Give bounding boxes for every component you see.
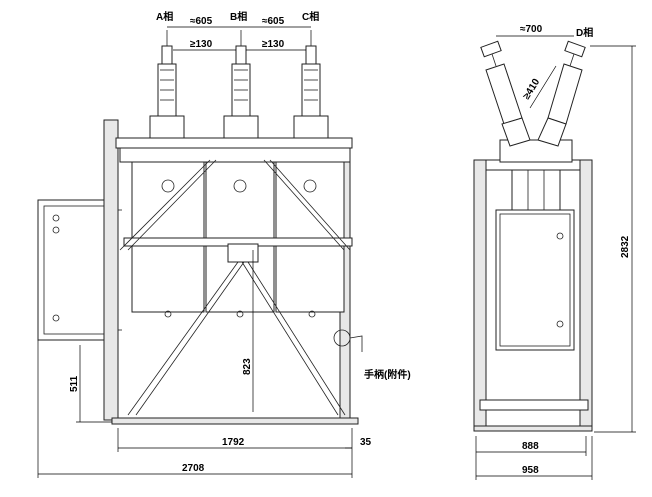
tank-b	[205, 161, 275, 313]
control-cabinet	[37, 199, 115, 341]
side-bushing-left	[480, 40, 531, 147]
side-frame-right	[579, 159, 593, 431]
spacing-bc: ≈605	[262, 16, 285, 27]
front-view: A相 B相 C相 ≈605 ≈605 ≥130 ≥130 823 511 179…	[37, 10, 411, 478]
clearance-ab: ≥130	[190, 39, 213, 50]
phase-c-label: C相	[302, 10, 319, 23]
clearance-bc: ≥130	[262, 39, 285, 50]
bushing-c	[293, 30, 329, 139]
side-cabinet	[495, 209, 575, 351]
dim-823: 823	[242, 358, 253, 375]
spacing-ab: ≈605	[190, 16, 213, 27]
side-view: ≈700 D相 ≥410 2832 888 958	[473, 24, 636, 480]
side-top-spacing: ≈700	[520, 24, 543, 35]
frame-left-post	[103, 119, 119, 421]
side-frame-left	[473, 159, 487, 431]
side-clearance-410: ≥410	[521, 77, 542, 102]
dim-958: 958	[522, 465, 539, 476]
front-base	[111, 417, 359, 425]
phase-b-label: B相	[230, 10, 247, 23]
side-bushing-right	[537, 40, 586, 147]
bushing-b	[223, 30, 259, 139]
dim-888: 888	[522, 441, 539, 452]
dim-1792: 1792	[222, 437, 245, 448]
dim-511: 511	[69, 375, 80, 392]
phase-d-label: D相	[576, 26, 593, 39]
handle-label: 手柄(附件)	[364, 368, 411, 381]
bushing-a	[149, 30, 185, 139]
dim-2832: 2832	[620, 235, 631, 258]
phase-a-label: A相	[156, 10, 173, 23]
side-base	[473, 425, 593, 432]
dim-35: 35	[360, 437, 372, 448]
tank-a	[131, 161, 205, 313]
dim-2708: 2708	[182, 463, 205, 474]
